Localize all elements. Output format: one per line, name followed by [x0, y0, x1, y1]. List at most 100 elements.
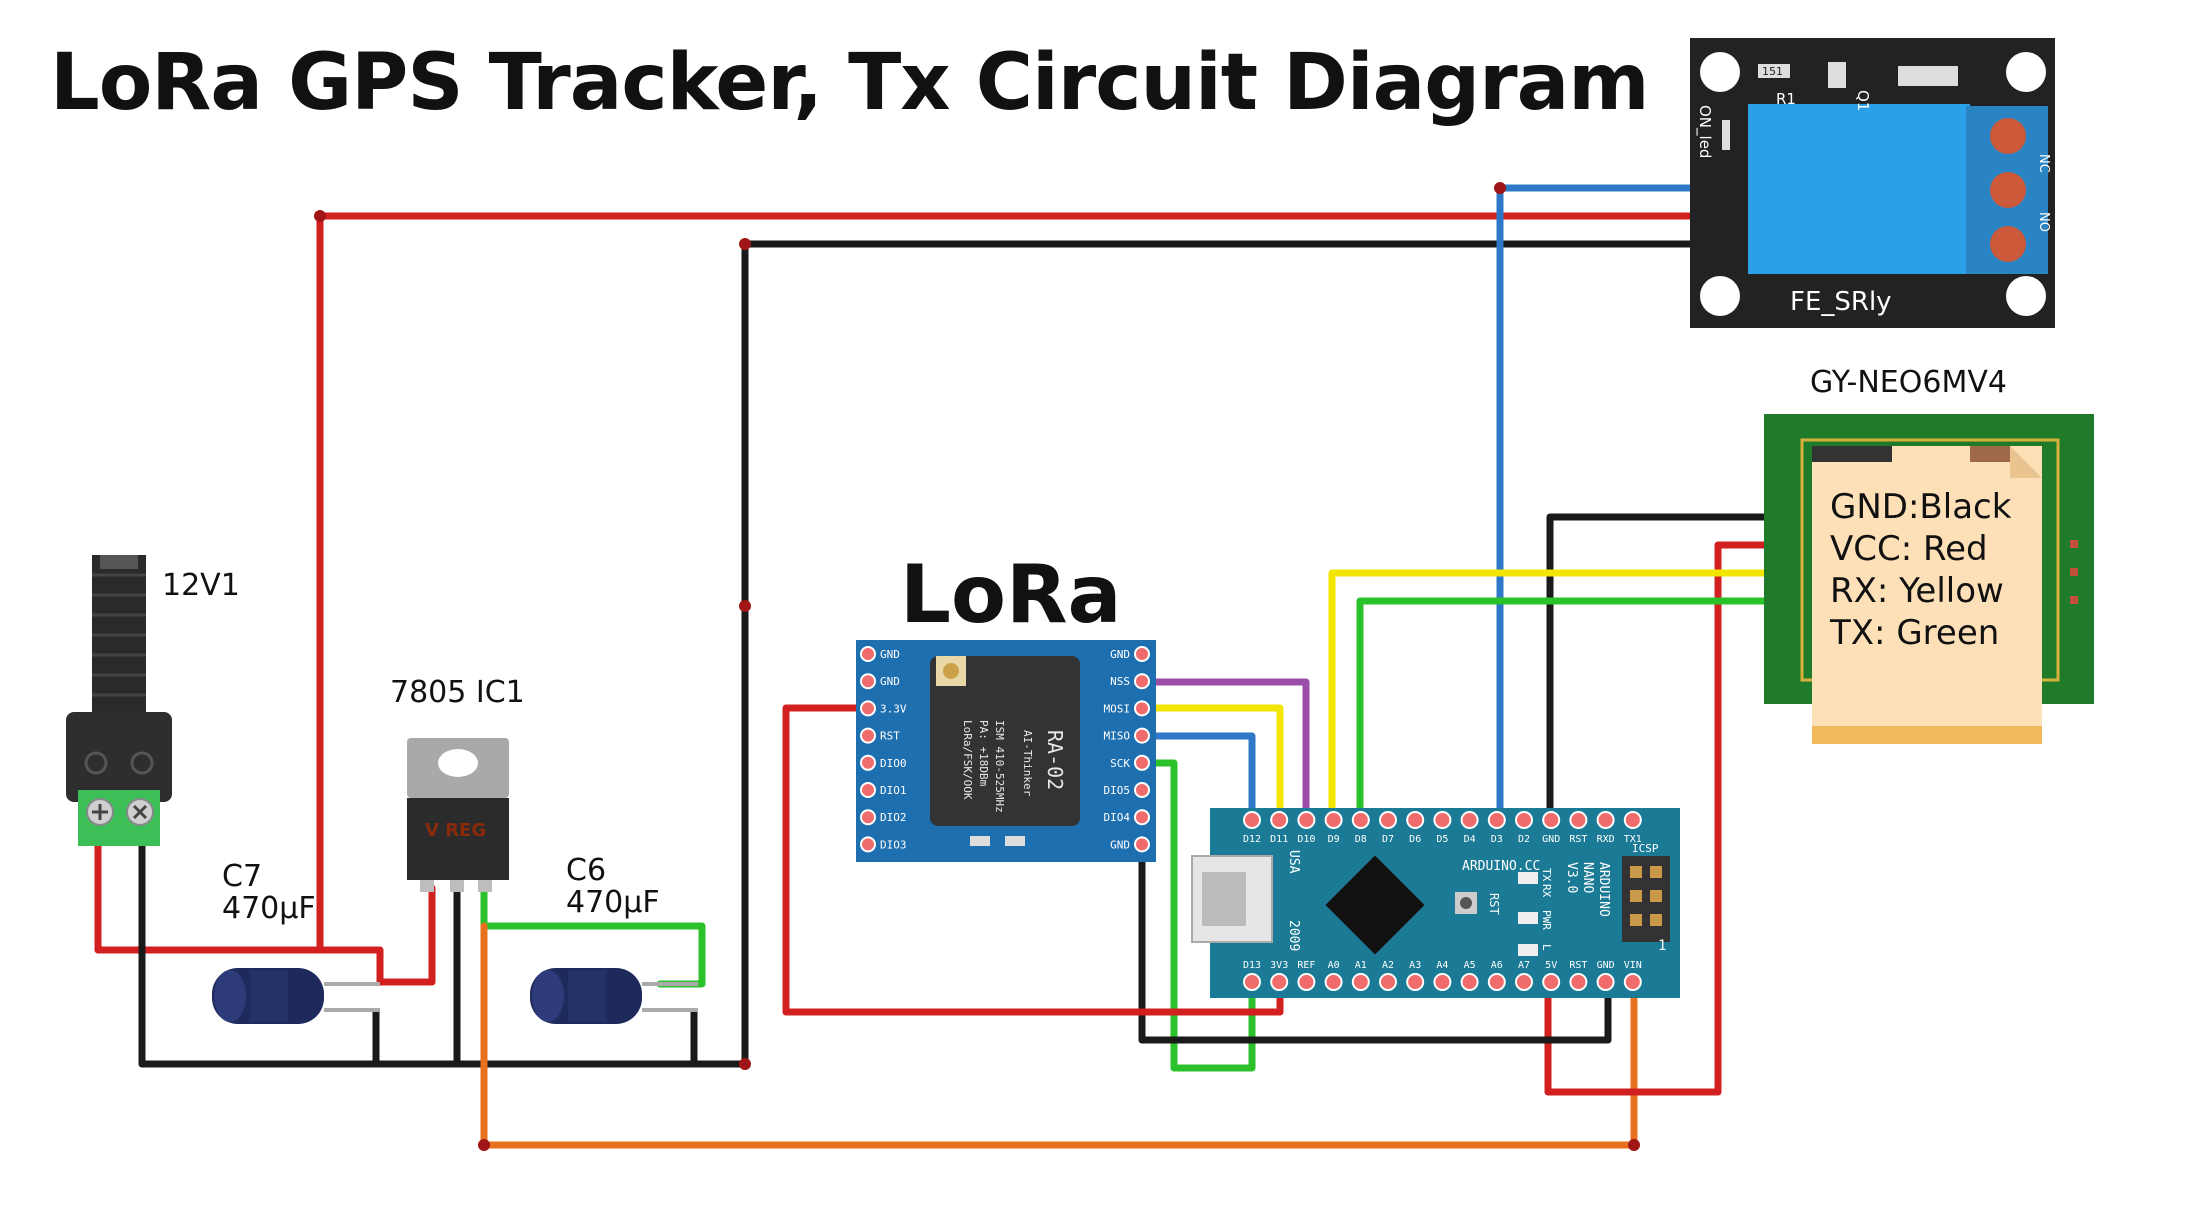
diagram-title: LoRa GPS Tracker, Tx Circuit Diagram [50, 38, 1649, 128]
lora-chip-model: RA-02 [1043, 730, 1067, 790]
wire-gnd-jack [138, 836, 749, 1068]
voltage-regulator [407, 738, 509, 892]
wire-gps-tx [1356, 597, 1774, 824]
nano-pin-top [1324, 811, 1343, 829]
nano-pin-label: VIN [1624, 960, 1642, 971]
regulator-marking: V REG [425, 820, 486, 841]
nano-pin-bottom [1515, 973, 1533, 991]
nano-pin-bottom [1542, 973, 1561, 991]
nano-pin-label: A3 [1409, 960, 1421, 971]
lora-pin-right [1134, 673, 1150, 690]
nano-pin-label: A0 [1328, 960, 1340, 971]
nano-pin-bottom [1270, 973, 1289, 991]
lora-pin-right [1134, 646, 1150, 662]
regulator-label: 7805 IC1 [390, 675, 525, 710]
c7-value: 470µF [222, 891, 316, 926]
gps-note-rx: RX: Yellow [1830, 571, 2004, 611]
nano-pin-label: D12 [1243, 834, 1261, 845]
lora-pin-label: DIO0 [880, 757, 907, 770]
lora-pin-left [860, 809, 876, 826]
nano-pin-label: D9 [1328, 834, 1340, 845]
nano-pin-label: GND [1597, 960, 1615, 971]
lora-pin-right [1134, 836, 1150, 853]
nano-pin-bottom [1487, 973, 1506, 991]
c6-name: C6 [566, 853, 606, 888]
lora-pin-left [860, 754, 876, 771]
lora-pin-label: GND [1110, 648, 1130, 661]
nano-model-2: NANO [1580, 862, 1595, 893]
nano-pin-top [1569, 811, 1588, 829]
lora-pin-label: SCK [1110, 757, 1130, 770]
dc-jack [66, 555, 172, 846]
lora-pin-label: DIO5 [1104, 784, 1131, 797]
wire-reg-in [376, 884, 436, 986]
lora-pin-label: NSS [1110, 675, 1130, 688]
lora-pin-label: DIO4 [1104, 811, 1131, 824]
wire-lora-gnd [1138, 844, 1612, 1044]
nano-pin-label: D11 [1270, 834, 1288, 845]
relay-smd-code: 151 [1762, 65, 1783, 78]
nano-icsp-label: ICSP [1632, 842, 1659, 855]
nano-pin-label: REF [1297, 960, 1315, 971]
nano-pin-bottom [1406, 973, 1425, 991]
lora-heading: LoRa [900, 548, 1122, 641]
wire-lora-3v3 [782, 704, 1284, 1016]
junction-dots [314, 182, 1640, 1151]
lora-pin-group: GNDGND3.3VRSTDIO0DIO1DIO2DIO3GNDNSSMOSIM… [860, 646, 1150, 853]
nano-pin-label: A1 [1355, 960, 1367, 971]
wire-12v-jack [94, 836, 384, 986]
lora-pin-label: 3.3V [880, 702, 907, 715]
lora-pin-left [860, 673, 876, 690]
lora-pin-right [1134, 700, 1150, 717]
nano-pin-bottom [1623, 973, 1642, 991]
nano-pin-bottom [1433, 973, 1452, 991]
nano-pin-label: A7 [1518, 960, 1530, 971]
nano-pwr-label: PWR [1540, 910, 1553, 930]
gps-module [1764, 414, 2094, 744]
lora-pin-label: DIO1 [880, 784, 907, 797]
nano-side-usa: USA [1286, 850, 1301, 874]
lora-chip-pa: PA: +18DBm [977, 720, 990, 787]
nano-pin-top [1243, 811, 1261, 829]
lora-pin-label: MOSI [1104, 702, 1131, 715]
nano-pin-label: D7 [1382, 834, 1394, 845]
relay-q-label: Q1 [1854, 90, 1872, 111]
nano-pin-bottom [1351, 973, 1370, 991]
c6-value: 470µF [566, 885, 660, 920]
nano-pin-bottom [1569, 973, 1588, 991]
dc-jack-label: 12V1 [162, 568, 240, 603]
relay-led-label: ON_led [1695, 105, 1714, 158]
nano-pin-label: D10 [1297, 834, 1315, 845]
lora-chip-text: RA-02 AI-Thinker ISM 410-525MHz PA: +18D… [961, 720, 1067, 813]
nano-l-label: L [1540, 944, 1553, 951]
nano-rx-label: RX [1540, 884, 1553, 898]
nano-pin-top [1515, 811, 1533, 829]
relay-r-label: R1 [1776, 90, 1796, 108]
nano-pin-bottom [1460, 973, 1479, 991]
nano-brand: ARDUINO.CC [1462, 859, 1540, 874]
nano-pin-label: 5V [1545, 960, 1557, 971]
lora-chip-band: ISM 410-525MHz [993, 720, 1006, 813]
gps-note-vcc: VCC: Red [1830, 529, 1988, 569]
lora-pin-label: MISO [1104, 730, 1131, 743]
lora-pin-left [860, 727, 876, 744]
wire-relay-signal [1496, 184, 1719, 824]
gps-label: GY-NEO6MV4 [1810, 365, 2007, 400]
wire-lora-nss [1138, 678, 1310, 824]
lora-pin-right [1134, 754, 1150, 771]
lora-pin-label: GND [880, 675, 900, 688]
icsp-pin [1650, 914, 1662, 926]
lora-pin-right [1134, 809, 1150, 826]
lora-pin-label: GND [880, 648, 900, 661]
nano-pin-label: D5 [1436, 834, 1448, 845]
wire-5v-vin [480, 922, 1638, 1149]
nano-pin-label: D2 [1518, 834, 1530, 845]
icsp-pin [1630, 914, 1642, 926]
wire-gps-vcc [1544, 541, 1774, 1096]
nano-pin-label: 3V3 [1270, 960, 1288, 971]
nano-pin-top [1351, 811, 1370, 829]
nano-pin-label: RST [1569, 960, 1587, 971]
wire-lora-mosi [1138, 704, 1284, 824]
nano-pin-top [1406, 811, 1425, 829]
